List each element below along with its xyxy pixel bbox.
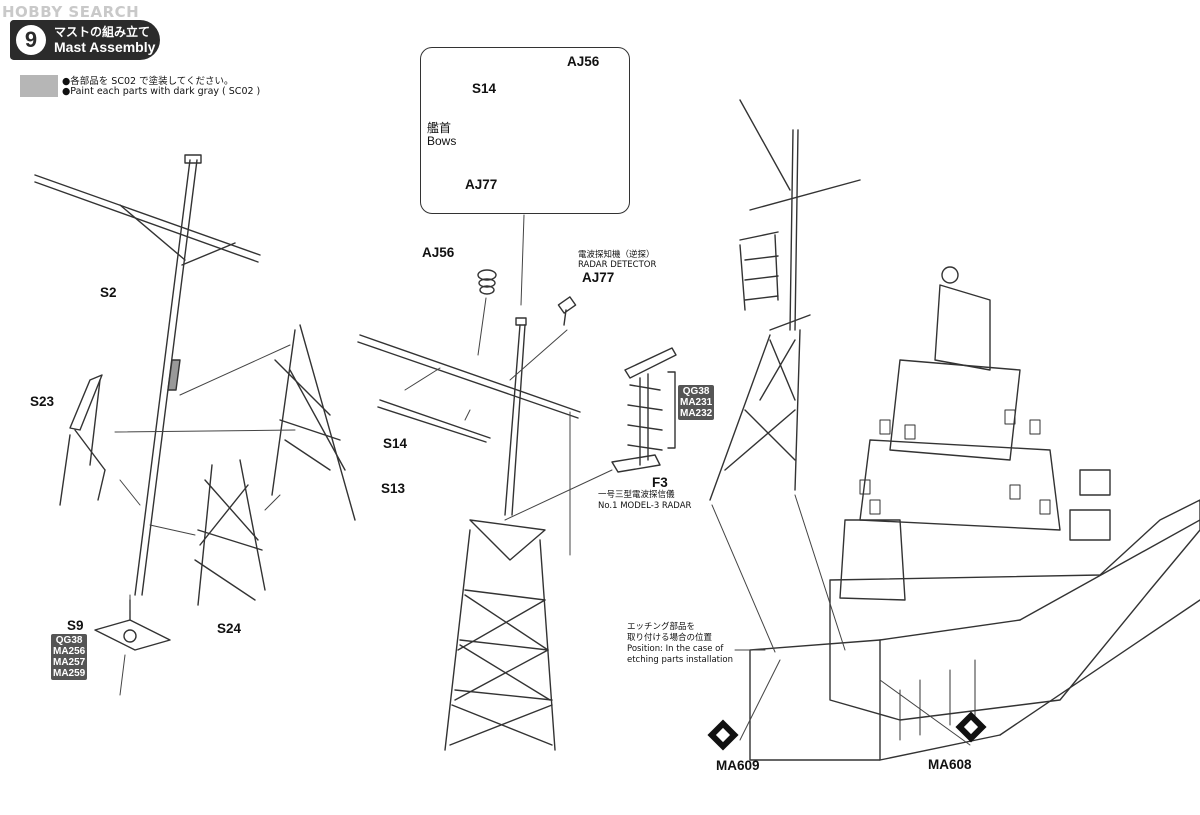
step-header: 9 マストの組み立て Mast Assembly (10, 20, 160, 60)
etching-note-en2: etching parts installation (627, 655, 733, 665)
part-f3-label: F3 (652, 475, 668, 490)
f3-radar-drawing (611, 347, 677, 473)
part-aj56-label: AJ56 (422, 245, 455, 260)
s23-drawing (59, 374, 106, 506)
paint-color-swatch (20, 75, 58, 97)
bows-label-jp: 艦首 (427, 121, 452, 135)
part-s24-label: S24 (217, 621, 242, 636)
right-mast-drawing (709, 99, 861, 501)
etch-part-ma608-label: MA608 (928, 757, 972, 772)
step-title-en: Mast Assembly (54, 39, 156, 55)
f3-code: MA232 (680, 408, 713, 419)
radar-detector-jp: 電波探知機（逆探） (578, 250, 655, 260)
part-s23-label: S23 (30, 394, 55, 409)
s9-base-drawing (94, 599, 171, 651)
f3-code: MA231 (680, 397, 713, 408)
etching-note-en1: Position: In the case of (627, 644, 724, 654)
aj77-drawing (557, 296, 577, 326)
s9-code: MA256 (53, 646, 86, 657)
part-s2-label: S2 (100, 285, 117, 300)
part-s13-label: S13 (381, 481, 406, 496)
s24-drawing (194, 459, 266, 606)
inset-label-aj77: AJ77 (465, 177, 498, 192)
part-aj77-label: AJ77 (582, 270, 615, 285)
f3-code: QG38 (682, 386, 710, 397)
radar-detector-en: RADAR DETECTOR (578, 260, 657, 270)
part-s9-label: S9 (67, 618, 84, 633)
s9-code: MA257 (53, 657, 86, 668)
s2-mast-drawing (34, 154, 261, 596)
etching-note-jp1: エッチング部品を (627, 622, 696, 632)
watermark: HOBBY SEARCH (2, 3, 140, 21)
inset-label-s14: S14 (472, 81, 497, 96)
s9-etch-codes: QG38 MA256 MA257 MA259 (51, 634, 88, 680)
s9-code: QG38 (55, 635, 83, 646)
step-number: 9 (16, 25, 46, 55)
s13-drawing (271, 324, 356, 521)
paint-note-jp: ●各部品を SC02 で塗装してください。 (62, 76, 234, 87)
aj56-drawing (477, 269, 497, 295)
radar-model-en: No.1 MODEL-3 RADAR (598, 501, 692, 511)
radar-model-jp: 一号三型電波探信儀 (598, 490, 675, 500)
center-mast-drawing (357, 317, 581, 751)
paint-note-en: ●Paint each parts with dark gray ( SC02 … (62, 86, 261, 97)
bridge-superstructure-drawing (749, 266, 1200, 761)
f3-etch-codes: QG38 MA231 MA232 (678, 385, 715, 420)
etching-note-jp2: 取り付ける場合の位置 (627, 633, 713, 643)
step-title-jp: マストの組み立て (54, 25, 151, 39)
part-s14-label: S14 (383, 436, 408, 451)
inset-callout (420, 47, 630, 214)
etch-part-ma609-label: MA609 (716, 758, 760, 773)
inset-label-aj56: AJ56 (567, 54, 600, 69)
s9-code: MA259 (53, 668, 86, 679)
bows-label-en: Bows (427, 134, 457, 148)
